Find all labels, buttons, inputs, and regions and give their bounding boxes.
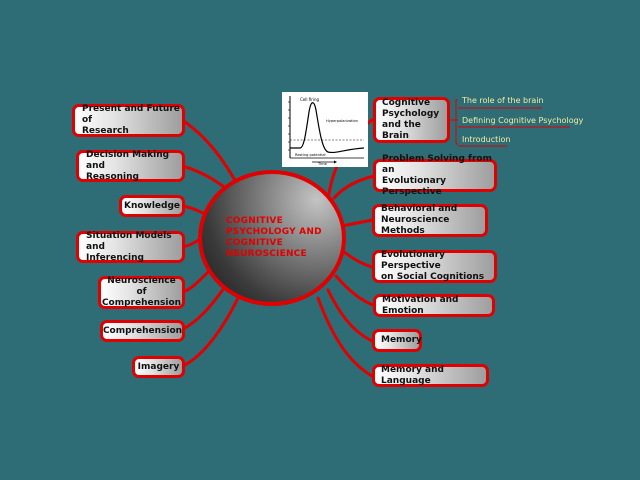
subtopic-role-of-brain[interactable]: The role of the brain [462, 96, 544, 105]
peak-label: Cell firing [300, 97, 320, 102]
topic-present-future-research[interactable]: Present and Future of Research [72, 104, 185, 137]
topic-behavioral-neuroscience-methods[interactable]: Behavioral and Neuroscience Methods [372, 204, 488, 237]
topic-memory-language[interactable]: Memory and Language [372, 364, 489, 387]
topic-evolutionary-social-cognitions[interactable]: Evolutionary Perspective on Social Cogni… [372, 250, 497, 283]
resting-label: Resting potential [295, 153, 326, 157]
topic-situation-models[interactable]: Situation Models and Inferencing [76, 231, 185, 263]
topic-neuroscience-comprehension[interactable]: Neuroscience of Comprehension [98, 276, 185, 309]
time-label: Time [317, 162, 328, 166]
central-topic[interactable]: COGNITIVE PSYCHOLOGY AND COGNITIVE NEURO… [198, 170, 346, 306]
topic-cognitive-psychology-brain[interactable]: Cognitive Psychology and the Brain [373, 97, 450, 143]
topic-motivation-emotion[interactable]: Motivation and Emotion [373, 294, 495, 317]
central-topic-title: COGNITIVE PSYCHOLOGY AND COGNITIVE NEURO… [226, 216, 322, 259]
topic-knowledge[interactable]: Knowledge [119, 195, 185, 217]
subtopic-defining-cognitive-psychology[interactable]: Defining Cognitive Psychology [462, 116, 584, 125]
subtopic-introduction[interactable]: Introduction [462, 135, 511, 144]
topic-comprehension[interactable]: Comprehension [100, 320, 185, 342]
topic-imagery[interactable]: Imagery [132, 356, 185, 378]
topic-memory[interactable]: Memory [372, 329, 422, 352]
action-potential-graph-image: Cell firing Hyperpolarization Resting po… [282, 92, 368, 167]
topic-problem-solving[interactable]: Problem Solving from an Evolutionary Per… [373, 154, 497, 197]
topic-decision-making-reasoning[interactable]: Decision Making and Reasoning [76, 150, 185, 182]
hyper-label: Hyperpolarization [326, 119, 358, 123]
